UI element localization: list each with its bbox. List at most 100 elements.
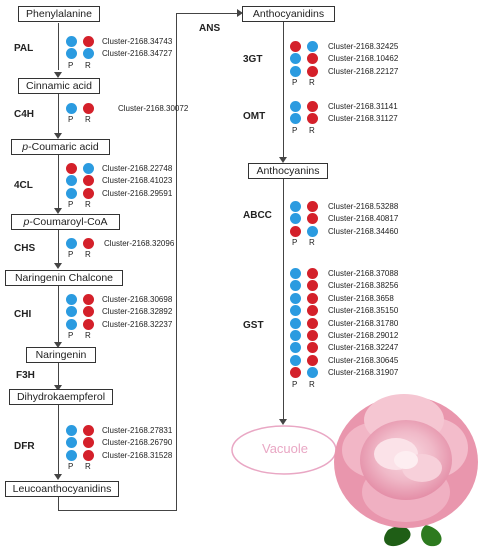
gene-cluster-id: Cluster-2168.32247 <box>328 343 399 353</box>
gene-cluster-id: Cluster-2168.22748 <box>102 164 173 173</box>
pathway-line <box>58 362 59 388</box>
enzyme-label-abcc: ABCC <box>243 210 272 221</box>
expression-dot-R <box>83 306 94 318</box>
pathway-line <box>283 178 284 420</box>
expression-dot-R <box>307 268 318 279</box>
expression-dot-R <box>307 213 318 225</box>
expression-dot-P <box>66 103 77 114</box>
gene-cluster-id: Cluster-2168.53288 <box>328 202 399 211</box>
arrow-down-icon <box>54 263 62 269</box>
expression-dot-P <box>290 342 301 354</box>
gene-cluster-id: Cluster-2168.29012 <box>328 331 399 340</box>
pathway-line <box>58 285 59 344</box>
expression-dot-P <box>66 294 77 305</box>
expression-dot-R <box>307 317 318 329</box>
gene-cluster-id: Cluster-2168.37088 <box>328 269 399 278</box>
expression-dot-P <box>290 201 301 212</box>
arrow-down-icon <box>54 72 62 78</box>
sample-label-R: R <box>309 238 315 248</box>
expression-dot-P <box>66 449 77 461</box>
expression-dot-P <box>66 175 77 187</box>
sample-label-P: P <box>68 200 74 210</box>
arrow-right-icon <box>237 9 243 17</box>
expression-dot-P <box>66 187 77 199</box>
enzyme-label-gst: GST <box>243 320 264 331</box>
expression-dot-R <box>83 425 94 436</box>
expression-dot-P <box>290 101 301 112</box>
enzyme-label-c4h: C4H <box>14 109 35 120</box>
compound-name: -Coumaroyl-CoA <box>29 216 108 228</box>
gene-cluster-id: Cluster-2168.34743 <box>102 37 173 46</box>
expression-dot-P <box>290 292 301 304</box>
arrow-down-icon <box>54 385 62 391</box>
enzyme-label-dfr: DFR <box>14 441 35 452</box>
sample-label-P: P <box>68 462 74 472</box>
arrow-down-icon <box>54 474 62 480</box>
expression-dot-R <box>83 294 94 305</box>
expression-dot-P <box>290 330 301 341</box>
sample-label-P: P <box>292 238 298 248</box>
expression-dot-P <box>290 367 301 379</box>
expression-dot-R <box>307 292 318 304</box>
sample-label-P: P <box>292 125 298 135</box>
expression-dot-R <box>83 48 94 60</box>
pathway-line <box>283 22 284 159</box>
expression-dot-R <box>83 318 94 330</box>
gene-cluster-id: Cluster-2168.30645 <box>328 355 399 365</box>
enzyme-label-f3h: F3H <box>16 370 35 381</box>
sample-label-R: R <box>309 125 315 135</box>
compound-cinnamic-acid: Cinnamic acid <box>18 78 100 94</box>
expression-dot-R <box>307 330 318 341</box>
expression-dot-P <box>290 268 301 279</box>
sample-label-P: P <box>68 250 74 260</box>
expression-dot-R <box>83 437 94 449</box>
gene-cluster-id: Cluster-2168.35150 <box>328 306 399 316</box>
gene-cluster-id: Cluster-2168.26790 <box>102 438 173 448</box>
sample-label-R: R <box>85 462 91 472</box>
expression-dot-R <box>307 53 318 65</box>
sample-label-P: P <box>292 379 298 389</box>
sample-label-R: R <box>85 115 91 125</box>
arrow-down-icon <box>54 342 62 348</box>
expression-dot-P <box>66 238 77 249</box>
sample-label-R: R <box>85 60 91 70</box>
expression-dot-R <box>307 201 318 212</box>
compound-p-coumaroyl-coa: p-Coumaroyl-CoA <box>11 214 120 230</box>
compound-name: -Coumaric acid <box>28 141 99 153</box>
sample-label-P: P <box>68 115 74 125</box>
expression-dot-R <box>307 305 318 317</box>
expression-dot-R <box>307 113 318 125</box>
vacuole-label: Vacuole <box>261 441 308 456</box>
pathway-line <box>176 13 238 14</box>
italic-prefix: p <box>23 216 30 228</box>
pathway-line <box>58 154 59 210</box>
expression-dot-P <box>66 36 77 47</box>
enzyme-label-ans: ANS <box>199 23 221 34</box>
enzyme-label-3gt: 3GT <box>243 54 263 65</box>
expression-dot-R <box>83 187 94 199</box>
compound-p-coumaric-acid: p-Coumaric acid <box>11 139 110 155</box>
sample-label-P: P <box>292 78 298 88</box>
expression-dot-R <box>307 65 318 77</box>
expression-dot-R <box>307 342 318 354</box>
pathway-line <box>58 404 59 476</box>
gene-cluster-id: Cluster-2168.31141 <box>328 102 398 111</box>
expression-dot-R <box>307 41 318 52</box>
expression-dot-P <box>290 225 301 237</box>
expression-dot-P <box>290 213 301 225</box>
expression-dot-P <box>66 48 77 60</box>
gene-cluster-id: Cluster-2168.30072 <box>118 104 189 113</box>
expression-dot-R <box>83 449 94 461</box>
compound-naringenin-chalcone: Naringenin Chalcone <box>5 270 123 286</box>
gene-cluster-id: Cluster-2168.32892 <box>102 307 173 317</box>
enzyme-label-chi: CHI <box>14 309 32 320</box>
gene-cluster-id: Cluster-2168.29591 <box>102 188 173 198</box>
sample-label-R: R <box>85 331 91 341</box>
gene-cluster-id: Cluster-2168.34460 <box>328 226 399 236</box>
gene-cluster-id: Cluster-2168.32425 <box>328 42 399 51</box>
italic-prefix: p <box>22 141 29 153</box>
pathway-line <box>176 13 177 511</box>
compound-dihydrokaempferol: Dihydrokaempferol <box>9 389 113 405</box>
expression-dot-R <box>83 238 94 249</box>
expression-dot-P <box>66 163 77 174</box>
